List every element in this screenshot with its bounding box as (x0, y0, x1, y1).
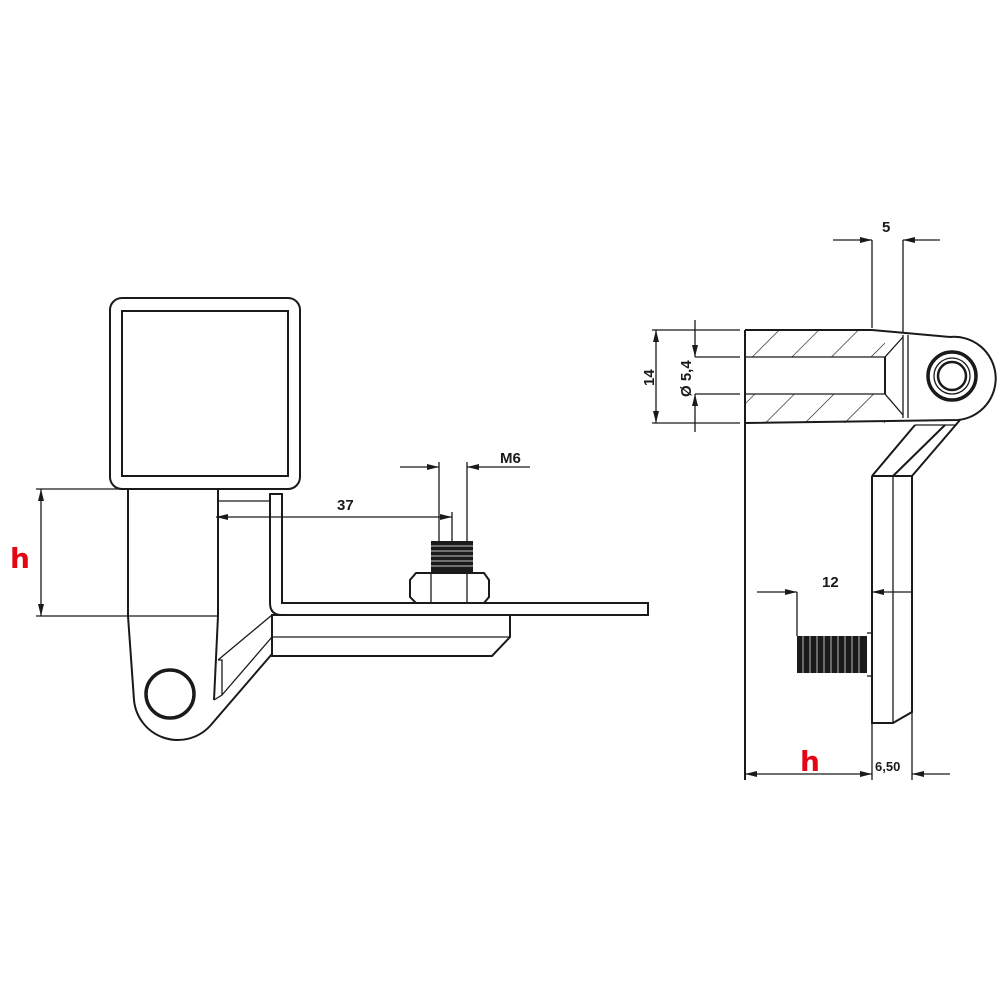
plate-label: 6,50 (875, 759, 900, 774)
screw-length-label: 12 (822, 574, 839, 591)
right-view: 5 14 Ø 5,4 12 h 6 (641, 219, 997, 780)
dimension-m6: M6 (400, 450, 530, 541)
width-top-label: 5 (882, 219, 890, 236)
stem (127, 489, 273, 741)
dimension-bore: Ø 5,4 (678, 320, 740, 432)
handle-inner (121, 310, 289, 477)
bore-label: Ø 5,4 (678, 360, 695, 397)
dimension-h-right: h 6,50 (745, 712, 950, 780)
dimension-5: 5 (833, 219, 940, 332)
thickness-label: 14 (641, 369, 658, 386)
arm (871, 419, 961, 724)
thread-label: M6 (500, 450, 521, 467)
bracket (218, 493, 649, 657)
dimension-12: 12 (757, 574, 912, 636)
dimension-14: 14 (641, 329, 740, 424)
eye (926, 350, 978, 402)
height-label-right: h (800, 745, 820, 778)
section-bar (744, 329, 997, 424)
pivot-hole (144, 668, 196, 720)
dimension-h-left: h (10, 488, 128, 617)
stud-with-nut (409, 541, 490, 604)
dimension-37: 37 (216, 497, 453, 541)
handle-outer (109, 297, 301, 490)
height-label-left: h (10, 542, 30, 575)
left-view: h 37 M6 (10, 297, 649, 741)
screw (797, 632, 872, 677)
offset-label: 37 (337, 497, 354, 514)
